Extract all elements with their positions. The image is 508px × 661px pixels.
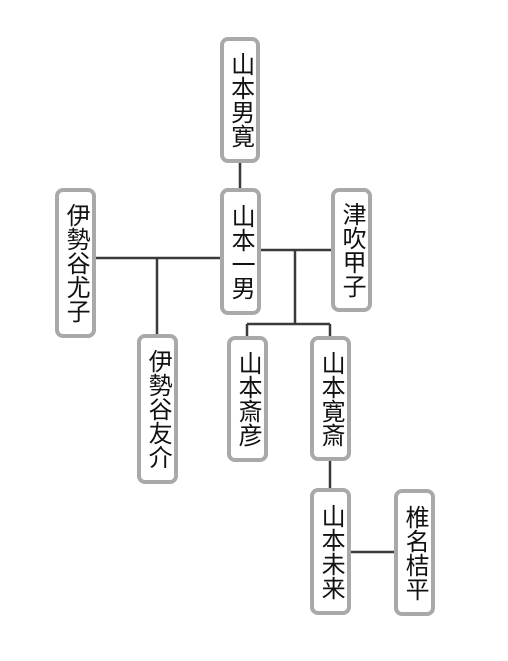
person-ise-yusuke[interactable]: 伊勢谷友介 — [137, 334, 178, 484]
person-yamamoto-kazuo[interactable]: 山本一男 — [220, 188, 261, 315]
person-name: 山本未来 — [317, 503, 346, 600]
person-tsubuki-koko[interactable]: 津吹甲子 — [331, 188, 372, 312]
person-yamamoto-danhiro[interactable]: 山本男寛 — [220, 37, 260, 163]
person-name: 津吹甲子 — [338, 202, 367, 298]
person-name: 山本一男 — [227, 203, 256, 300]
person-yamamoto-mirai[interactable]: 山本未来 — [310, 488, 351, 615]
person-name: 伊勢谷友介 — [144, 349, 173, 469]
person-ise-yuko[interactable]: 伊勢谷尤子 — [55, 188, 96, 338]
person-name: 伊勢谷尤子 — [62, 203, 91, 323]
person-shiina-kippei[interactable]: 椎名桔平 — [394, 489, 435, 616]
person-yamamoto-saihiko[interactable]: 山本斎彦 — [227, 336, 268, 462]
person-yamamoto-hirosai[interactable]: 山本寛斎 — [310, 336, 351, 461]
person-name: 山本男寛 — [226, 52, 255, 148]
person-name: 山本斎彦 — [234, 351, 263, 447]
person-name: 椎名桔平 — [401, 504, 430, 601]
person-name: 山本寛斎 — [317, 350, 346, 447]
